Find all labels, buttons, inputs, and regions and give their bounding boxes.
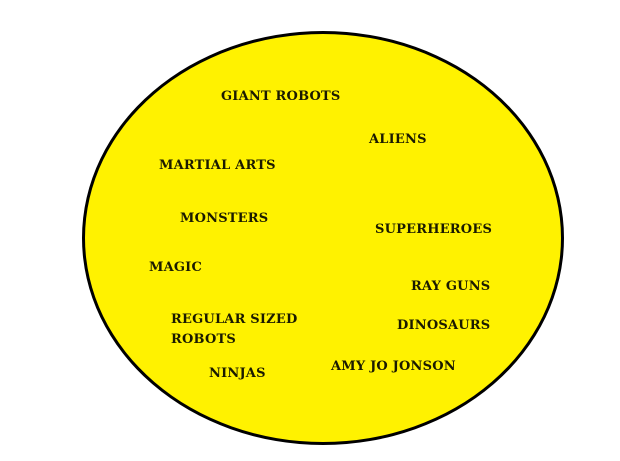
label-aliens: ALIENS [369, 132, 427, 147]
label-regular-sized: REGULAR SIZED [171, 312, 298, 327]
label-ray-guns: RAY GUNS [411, 279, 491, 294]
label-robots: ROBOTS [171, 332, 236, 347]
label-superheroes: SUPERHEROES [375, 222, 493, 237]
venn-ellipse [82, 31, 564, 445]
label-giant-robots: GIANT ROBOTS [221, 89, 341, 104]
label-amy-jo-jonson: AMY JO JONSON [331, 359, 456, 374]
label-ninjas: NINJAS [209, 366, 266, 381]
label-dinosaurs: DINOSAURS [397, 318, 491, 333]
label-martial-arts: MARTIAL ARTS [159, 158, 276, 173]
label-monsters: MONSTERS [180, 211, 269, 226]
label-magic: MAGIC [149, 260, 203, 275]
